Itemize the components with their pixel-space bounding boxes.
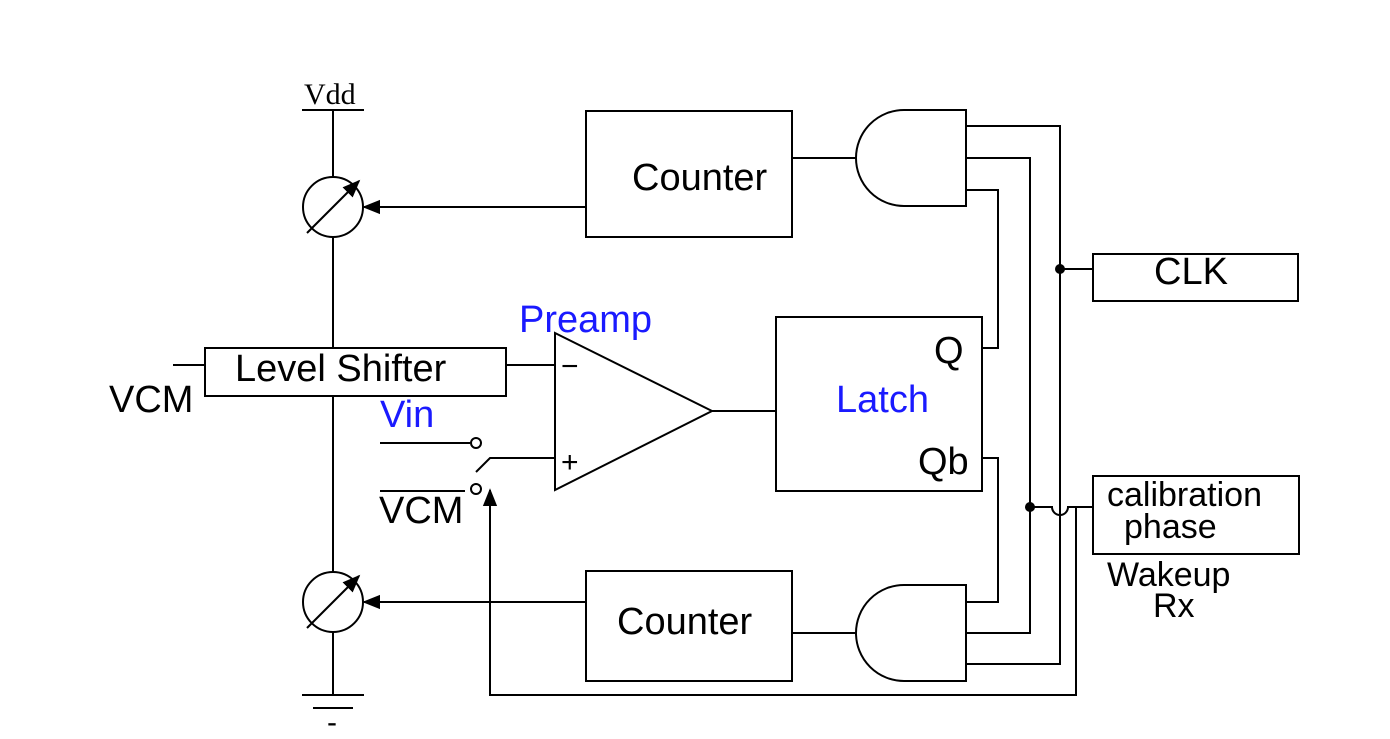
counter-top-label: Counter bbox=[632, 157, 768, 199]
bottom-variable-current-source-icon bbox=[302, 571, 364, 633]
gate-input-wires bbox=[966, 125, 1061, 665]
and-gate-bottom-icon bbox=[855, 584, 967, 682]
vcm-left-label: VCM bbox=[109, 379, 193, 421]
top-variable-current-source-icon bbox=[302, 176, 364, 238]
latch-block: Latch Q Qb bbox=[775, 316, 983, 492]
latch-label: Latch bbox=[836, 379, 929, 421]
calibration-label-line2: phase bbox=[1124, 508, 1217, 546]
counter-bottom-block: Counter bbox=[585, 570, 793, 682]
level-shifter-block: Level Shifter bbox=[204, 347, 507, 397]
and-gate-top-icon bbox=[855, 109, 967, 207]
rx-label: Rx bbox=[1153, 587, 1195, 625]
switch-control-feedback-wire bbox=[482, 488, 1077, 696]
latch-qb-label: Qb bbox=[918, 441, 969, 483]
ground-mark: - bbox=[327, 706, 337, 739]
input-switch bbox=[380, 437, 555, 495]
ground-icon: - bbox=[302, 694, 364, 739]
counter-top-block: Counter bbox=[585, 110, 793, 238]
preamp-label: Preamp bbox=[519, 299, 652, 341]
level-shifter-label: Level Shifter bbox=[235, 348, 447, 390]
calibration-phase-block: calibration phase bbox=[1092, 475, 1300, 555]
vdd-label: Vdd bbox=[304, 78, 356, 111]
vdd-rail: Vdd bbox=[302, 78, 364, 111]
clk-label: CLK bbox=[1154, 251, 1228, 293]
calibration-wire-hop bbox=[1030, 506, 1093, 516]
vcm-bottom-label: VCM bbox=[379, 490, 463, 532]
vin-label: Vin bbox=[380, 394, 434, 436]
calibration-label-line1: calibration bbox=[1107, 476, 1262, 514]
preamp-minus-sign: − bbox=[561, 350, 579, 383]
clk-block: CLK bbox=[1092, 251, 1299, 302]
counter-bottom-label: Counter bbox=[617, 601, 753, 643]
wakeup-label: Wakeup bbox=[1107, 556, 1230, 594]
preamp-triangle-icon bbox=[554, 331, 715, 492]
latch-q-label: Q bbox=[934, 330, 964, 372]
preamp-plus-sign: + bbox=[561, 446, 579, 479]
